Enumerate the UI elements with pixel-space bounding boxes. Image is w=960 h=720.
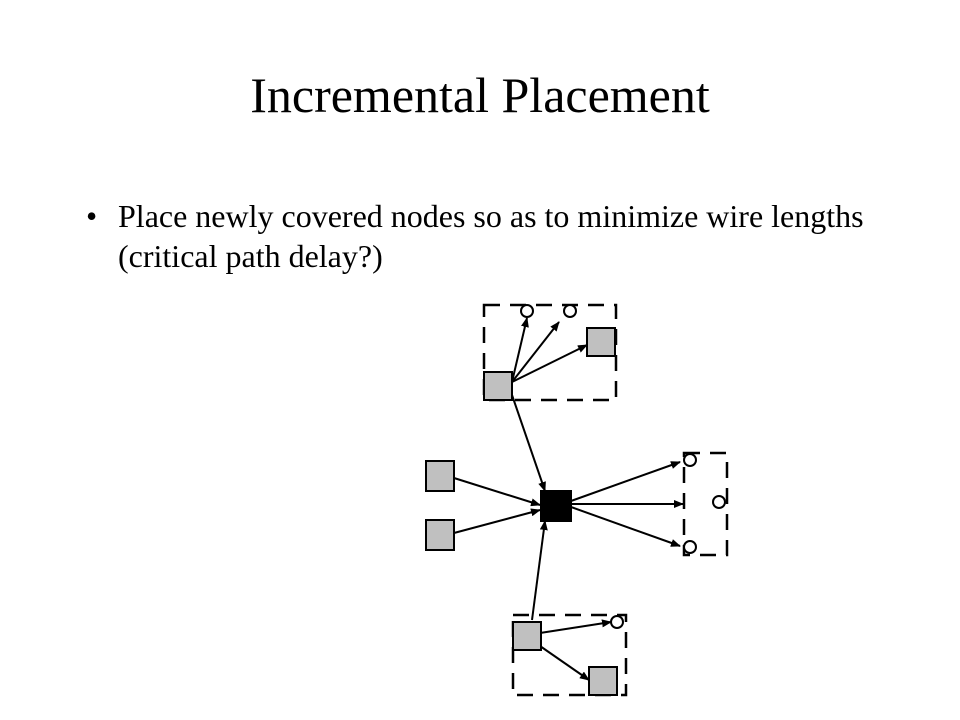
edge-left2-to-center [453,508,541,534]
slide-title: Incremental Placement [250,67,710,123]
edge-top-to-node [511,344,588,383]
edge-top-to-circle-2 [511,321,560,383]
right-cluster-boundary [682,451,729,557]
edge-bottom-to-center [531,520,548,621]
edge-bottom-to-circle [539,619,612,634]
right-terminal-circle-3 [683,540,697,554]
top-cluster-boundary [482,303,618,402]
bullet-dot: • [86,198,98,234]
top-terminal-circle-1 [520,304,534,318]
edge-center-to-right-top [570,461,681,502]
left-node-1 [425,460,455,492]
bullet-list: • Place newly covered nodes so as to min… [86,196,906,276]
bottom-source-node [512,621,542,651]
right-terminal-circle-1 [683,453,697,467]
edge-top-to-circle-1 [511,317,529,383]
center-node [540,490,572,522]
bullet-text: Place newly covered nodes so as to minim… [118,198,864,274]
edge-center-to-right-bottom [570,506,681,547]
top-terminal-circle-2 [563,304,577,318]
edge-top-to-center [511,394,546,492]
edge-left1-to-center [453,477,541,507]
edge-bottom-to-node [539,645,590,681]
right-terminal-circle-2 [712,495,726,509]
bottom-cluster-boundary [511,613,628,697]
top-sink-node [586,327,616,357]
bottom-sink-node [588,666,618,696]
bullet-item: • Place newly covered nodes so as to min… [86,196,906,276]
left-node-2 [425,519,455,551]
bottom-terminal-circle [610,615,624,629]
top-source-node [483,371,513,401]
